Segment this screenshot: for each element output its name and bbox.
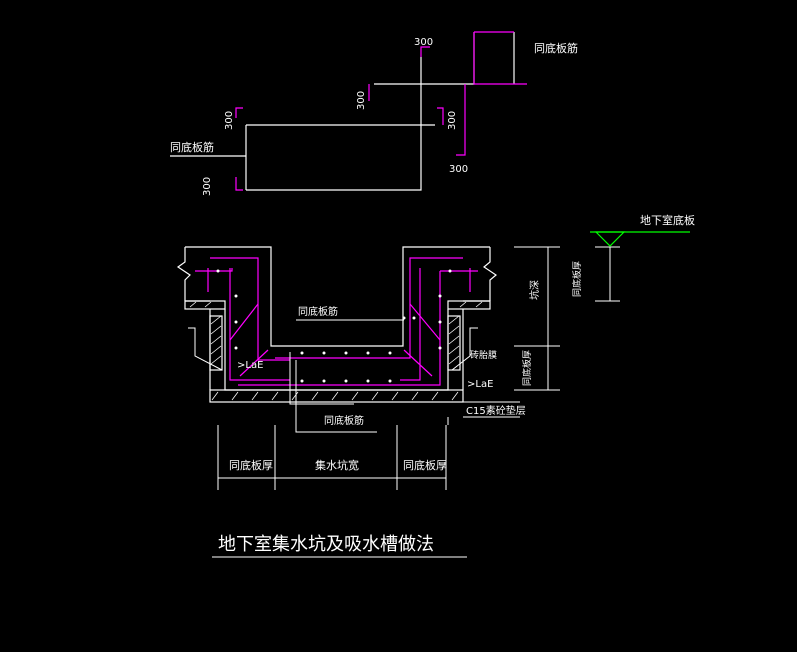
dim-300-top: 300 — [414, 37, 433, 48]
rebar-right-inner — [400, 268, 421, 381]
section-labels: 同底板筋 同底板筋 砖胎膜 >LaE >LaE C15素砼垫层 坑深 同底板厚 … — [229, 261, 583, 472]
rebar-diag-right — [409, 303, 441, 341]
rebar-top-hook — [420, 46, 430, 57]
rebar-bottom-1 — [238, 271, 441, 386]
dim-300-mid: 300 — [356, 91, 367, 110]
dim-label-left: 同底板厚 — [229, 458, 273, 472]
dim-label-right: 同底板厚 — [403, 458, 447, 472]
rebar-diag-left — [229, 303, 259, 341]
brick-formwork-left — [209, 315, 223, 371]
label-lae-right: >LaE — [467, 379, 493, 390]
rebar-right-upper — [437, 107, 444, 125]
ground-triangle — [594, 231, 626, 247]
top-detail-labels: 同底板筋 同底板筋 300 300 300 300 300 300 — [170, 37, 578, 196]
label-basement-floor: 地下室底板 — [640, 213, 695, 227]
pit-section — [176, 246, 498, 403]
break-mark-left — [176, 247, 191, 301]
break-mark-right — [482, 247, 498, 301]
dim-300-left-lower: 300 — [202, 177, 213, 196]
label-brick-formwork: 砖胎膜 — [470, 349, 497, 361]
title-text: 地下室集水坑及吸水槽做法 — [218, 534, 434, 555]
rebar-bottom-2 — [275, 257, 463, 359]
label-lae-left: >LaE — [237, 360, 263, 371]
label-bottom-rebar: 同底板筋 — [324, 414, 364, 427]
dim-300-bottom-right: 300 — [449, 164, 468, 175]
cushion-left-top — [184, 300, 226, 310]
hatching — [189, 301, 483, 401]
ground-marker: 地下室底板 — [590, 213, 695, 247]
rebar-dots — [216, 269, 452, 383]
rebar-left-cap — [195, 268, 233, 272]
dim-label-mid: 集水坑宽 — [315, 458, 359, 472]
top-rebar-detail — [170, 31, 527, 191]
section-rebar — [195, 257, 478, 386]
dimensions — [217, 246, 620, 490]
label-slab-thk-lower: 同底板厚 — [521, 350, 533, 386]
label-c15-cushion: C15素砼垫层 — [466, 404, 526, 417]
label-top-rebar: 同底板筋 — [298, 305, 338, 318]
rebar-left-upper — [235, 107, 243, 118]
drawing-title: 地下室集水坑及吸水槽做法 — [212, 534, 467, 558]
dim-300-right-upper: 300 — [447, 111, 458, 130]
brick-formwork-right — [447, 315, 461, 371]
dim-300-left-upper: 300 — [224, 111, 235, 130]
label-pit-depth: 坑深 — [528, 280, 541, 300]
rebar-left-outer — [210, 257, 290, 361]
rebar-left-lower — [235, 177, 243, 191]
rebar-upper-right-2 — [473, 32, 527, 85]
c15-cushion — [209, 389, 464, 403]
label-same-slab-rebar-right: 同底板筋 — [534, 41, 578, 55]
cushion-right-top — [447, 300, 491, 310]
rebar-diag-bl — [239, 349, 269, 377]
rebar-right-lower — [456, 84, 466, 156]
top-detail-outline-lower — [246, 57, 422, 191]
label-slab-thk-upper: 同底板厚 — [571, 261, 583, 297]
rebar-left-inner — [229, 268, 290, 381]
label-same-slab-rebar-left: 同底板筋 — [170, 140, 214, 154]
slab-top-left — [185, 246, 490, 347]
section-leaders — [188, 319, 520, 433]
rebar-diag-br — [403, 349, 433, 377]
